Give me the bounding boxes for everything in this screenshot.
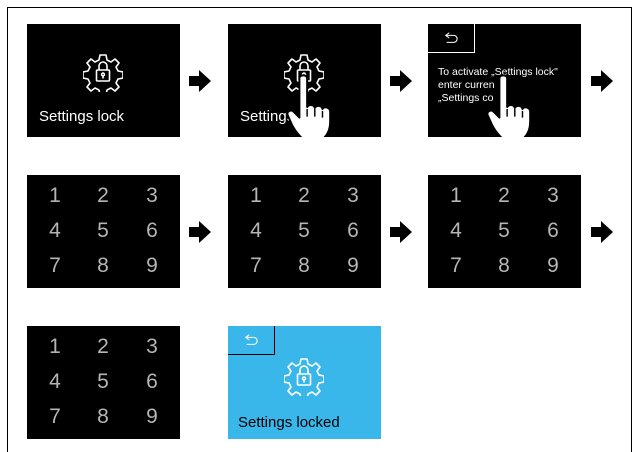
- key-4[interactable]: 4: [49, 370, 61, 393]
- key-2[interactable]: 2: [97, 335, 109, 358]
- key-8[interactable]: 8: [498, 254, 510, 277]
- finger-tap-icon: [486, 74, 534, 137]
- settings-label-partial: Settings: [240, 108, 295, 125]
- back-icon: [242, 333, 260, 347]
- settings-lock-icon: [83, 52, 123, 92]
- prompt-line-3: „Settings co: [438, 92, 494, 104]
- key-8[interactable]: 8: [298, 254, 310, 277]
- diagram-frame: [7, 7, 632, 452]
- arrow-right-icon: [189, 221, 211, 243]
- key-6[interactable]: 6: [146, 219, 158, 242]
- key-6[interactable]: 6: [146, 370, 158, 393]
- screen-settings-lock-tap[interactable]: Settings: [228, 24, 381, 137]
- arrow-right-icon: [390, 70, 412, 92]
- prompt-line-1: To activate „Settings lock": [438, 66, 558, 78]
- key-7[interactable]: 7: [49, 254, 61, 277]
- finger-tap-icon: [286, 74, 334, 137]
- keypad: 1 2 3 4 5 6 7 8 9: [428, 175, 581, 288]
- key-9[interactable]: 9: [347, 254, 359, 277]
- key-3[interactable]: 3: [146, 335, 158, 358]
- key-3[interactable]: 3: [347, 184, 359, 207]
- key-2[interactable]: 2: [498, 184, 510, 207]
- back-button[interactable]: [228, 326, 275, 355]
- key-7[interactable]: 7: [49, 405, 61, 428]
- keypad: 1 2 3 4 5 6 7 8 9: [228, 175, 381, 288]
- key-2[interactable]: 2: [298, 184, 310, 207]
- key-7[interactable]: 7: [250, 254, 262, 277]
- keypad-screen-1: 1 2 3 4 5 6 7 8 9: [27, 175, 180, 288]
- key-8[interactable]: 8: [97, 254, 109, 277]
- key-9[interactable]: 9: [547, 254, 559, 277]
- key-4[interactable]: 4: [450, 219, 462, 242]
- key-9[interactable]: 9: [146, 254, 158, 277]
- key-9[interactable]: 9: [146, 405, 158, 428]
- arrow-right-icon: [591, 221, 613, 243]
- settings-lock-label: Settings lock: [39, 108, 125, 125]
- prompt-line-2: enter curren: [438, 79, 495, 91]
- key-1[interactable]: 1: [49, 335, 61, 358]
- key-4[interactable]: 4: [250, 219, 262, 242]
- key-5[interactable]: 5: [97, 219, 109, 242]
- key-1[interactable]: 1: [450, 184, 462, 207]
- back-button[interactable]: [428, 24, 475, 53]
- key-6[interactable]: 6: [547, 219, 559, 242]
- key-7[interactable]: 7: [450, 254, 462, 277]
- key-5[interactable]: 5: [97, 370, 109, 393]
- keypad-screen-3: 1 2 3 4 5 6 7 8 9: [428, 175, 581, 288]
- settings-locked-label: Settings locked: [238, 414, 340, 431]
- back-icon: [442, 31, 460, 45]
- key-5[interactable]: 5: [498, 219, 510, 242]
- key-6[interactable]: 6: [347, 219, 359, 242]
- screen-settings-lock: Settings lock: [27, 24, 180, 137]
- key-5[interactable]: 5: [298, 219, 310, 242]
- arrow-right-icon: [390, 221, 412, 243]
- key-2[interactable]: 2: [97, 184, 109, 207]
- key-8[interactable]: 8: [97, 405, 109, 428]
- keypad: 1 2 3 4 5 6 7 8 9: [27, 326, 180, 439]
- screen-settings-code-prompt: To activate „Settings lock" enter curren…: [428, 24, 581, 137]
- prompt-message: To activate „Settings lock" enter curren…: [438, 66, 558, 105]
- key-4[interactable]: 4: [49, 219, 61, 242]
- key-1[interactable]: 1: [49, 184, 61, 207]
- key-3[interactable]: 3: [146, 184, 158, 207]
- keypad: 1 2 3 4 5 6 7 8 9: [27, 175, 180, 288]
- arrow-right-icon: [189, 70, 211, 92]
- keypad-screen-2: 1 2 3 4 5 6 7 8 9: [228, 175, 381, 288]
- keypad-screen-4: 1 2 3 4 5 6 7 8 9: [27, 326, 180, 439]
- settings-lock-icon: [284, 356, 324, 396]
- key-1[interactable]: 1: [250, 184, 262, 207]
- screen-settings-locked: Settings locked: [228, 326, 381, 439]
- arrow-right-icon: [591, 70, 613, 92]
- key-3[interactable]: 3: [547, 184, 559, 207]
